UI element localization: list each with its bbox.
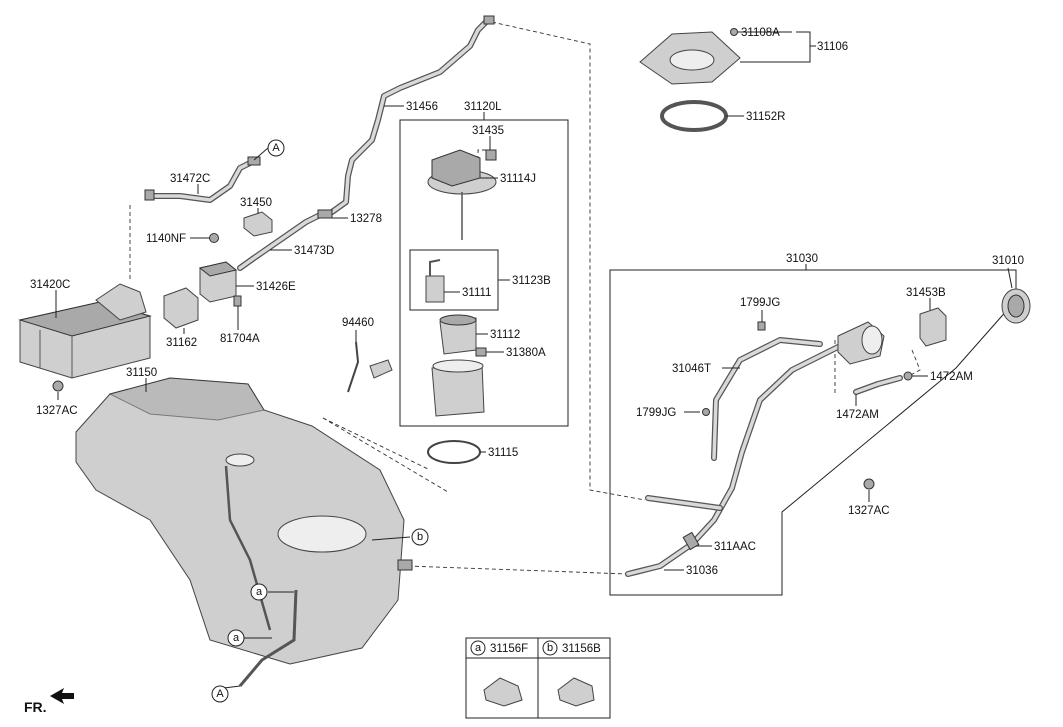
pump-flange-31114J [427, 149, 497, 240]
label-31120L: 31120L [464, 101, 502, 113]
label-31046T: 31046T [672, 363, 711, 375]
vapor-hose-31456 [329, 15, 495, 215]
label-31150: 31150 [126, 367, 157, 379]
label-31111: 31111 [462, 287, 491, 299]
clip-31156F-icon [483, 677, 523, 707]
label-31036: 31036 [686, 565, 718, 577]
seal-plate-31106 [639, 28, 741, 85]
label-1799JG-top: 1799JG [740, 297, 780, 309]
legend-a-part: 31156F [490, 643, 528, 655]
vapor-hose-31473D [237, 209, 333, 271]
legend-a-letter: a [475, 642, 482, 654]
label-1140NF: 1140NF [146, 233, 186, 245]
fuel-pump-sub-box [409, 249, 499, 311]
reservoir-cup [431, 359, 485, 417]
label-1472AM-right: 1472AM [930, 371, 973, 383]
dashed-guide-lines [129, 21, 921, 575]
fuel-sender-94460 [347, 341, 393, 393]
label-31152R: 31152R [746, 111, 785, 123]
callout-A-top: A [267, 139, 285, 157]
legend-b-letter: b [547, 642, 553, 654]
callout-a-lower: a [227, 629, 245, 647]
label-31420C: 31420C [30, 279, 70, 291]
label-94460: 94460 [342, 317, 374, 329]
label-31453B: 31453B [906, 287, 946, 299]
label-31162: 31162 [166, 337, 197, 349]
sensor-31435 [485, 149, 497, 161]
label-31456: 31456 [406, 101, 438, 113]
leader-lines [55, 31, 1013, 689]
label-13278: 13278 [350, 213, 382, 225]
label-311AAC: 311AAC [714, 541, 756, 553]
filler-housing [837, 321, 885, 365]
label-1799JG-left: 1799JG [636, 407, 676, 419]
callout-A-bottom: A [211, 685, 229, 703]
label-31472C: 31472C [170, 173, 210, 185]
label-31108A: 31108A [741, 27, 780, 39]
label-1472AM-mid: 1472AM [836, 409, 879, 421]
label-31010: 31010 [992, 255, 1024, 267]
pump-motor-31111 [425, 259, 445, 303]
svg-text:A: A [216, 688, 224, 700]
front-arrow-icon [50, 688, 74, 704]
vapor-hose-31472C [144, 156, 261, 203]
callout-a-upper: a [250, 583, 268, 601]
svg-text:a: a [256, 586, 263, 598]
front-direction-label: FR. [24, 699, 47, 715]
screw-81704A [233, 295, 242, 307]
label-31473D: 31473D [294, 245, 334, 257]
label-31114J: 31114J [500, 173, 536, 185]
label-31380A: 31380A [506, 347, 546, 359]
hose-1472AM [853, 371, 913, 395]
filler-assembly-box [609, 269, 1017, 596]
label-1327AC-right: 1327AC [848, 505, 890, 517]
fuel-cap-31010 [1001, 288, 1031, 324]
label-31435: 31435 [472, 125, 504, 137]
label-31112: 31112 [490, 329, 520, 341]
bolt-1140NF [209, 233, 219, 243]
connector-31380A [475, 347, 487, 357]
label-31106: 31106 [817, 41, 848, 53]
label-81704A: 81704A [220, 333, 260, 345]
svg-text:b: b [417, 531, 423, 543]
label-31450: 31450 [240, 197, 272, 209]
canister-31420C [18, 283, 152, 392]
fuel-pump-assembly-box [399, 119, 569, 427]
label-31426E: 31426E [256, 281, 296, 293]
svg-text:a: a [233, 632, 240, 644]
clip-1799JG-left [702, 408, 710, 416]
clip-31156B-icon [557, 677, 595, 707]
clip-1799JG-top [757, 321, 766, 331]
filler-neck-31036 [625, 343, 843, 577]
valve-31426E [198, 261, 238, 303]
nut-1327AC-right [863, 478, 875, 490]
clip-legend-table: a 31156F b 31156B [465, 637, 611, 719]
label-31123B: 31123B [512, 275, 551, 287]
label-31030: 31030 [786, 253, 818, 265]
valve-31453B [919, 307, 947, 347]
bracket-31162 [163, 287, 199, 329]
label-31115: 31115 [488, 447, 518, 459]
front-direction-indicator: FR. [24, 688, 74, 715]
label-1327AC-left: 1327AC [36, 405, 78, 417]
filter-31112 [439, 314, 477, 355]
part-labels: 31108A 31106 31152R 31456 31120L 31435 3… [30, 27, 1024, 577]
retainer-ring-31152R [660, 100, 728, 132]
callout-b: b [411, 528, 429, 546]
clip-31450 [243, 211, 273, 237]
gasket-31115 [427, 440, 481, 464]
legend-b-part: 31156B [562, 643, 601, 655]
svg-text:A: A [272, 142, 280, 154]
breather-hose-31046T [711, 337, 823, 461]
